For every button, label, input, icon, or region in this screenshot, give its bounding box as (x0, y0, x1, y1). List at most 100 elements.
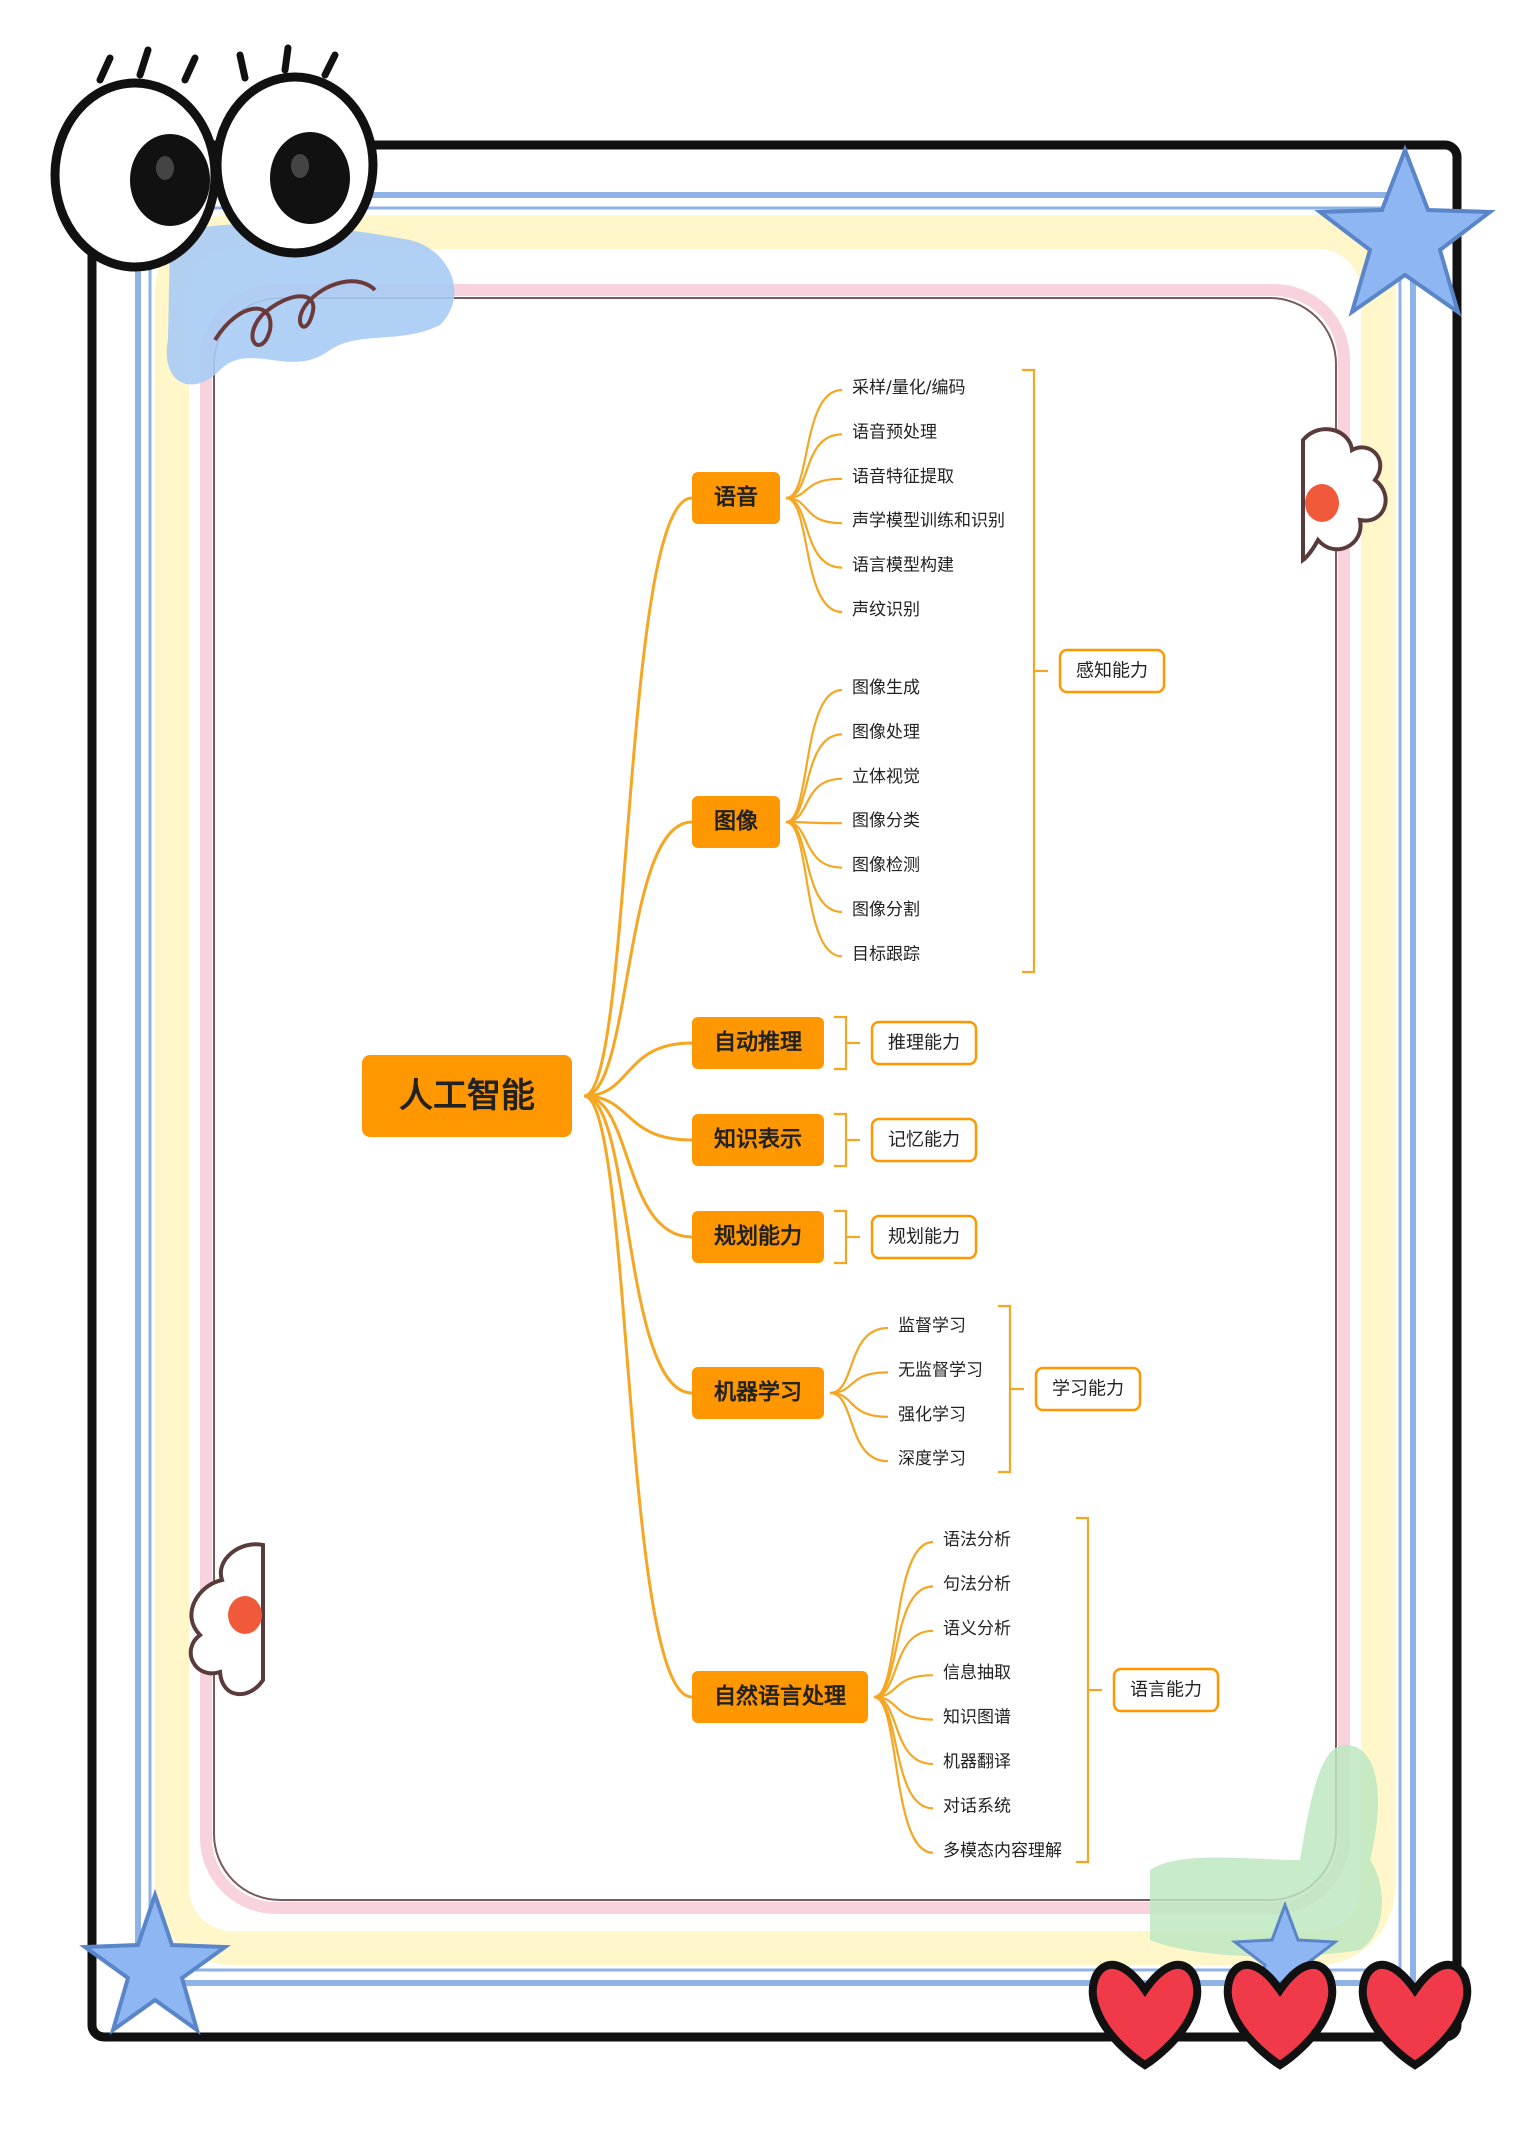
branch-node-label: 图像 (714, 809, 759, 835)
group-node-box (870, 1117, 978, 1163)
group-node (1058, 648, 1166, 694)
leaf-node-label: 声纹识别 (852, 600, 920, 620)
paint-splash-green (1150, 1745, 1382, 1957)
branch-node (692, 1671, 868, 1723)
branch-node (692, 1114, 824, 1166)
leaf-connector (785, 820, 843, 958)
root-node (362, 1055, 572, 1137)
branch-node-label: 规划能力 (714, 1224, 802, 1250)
root-branch-connector (583, 1094, 693, 1395)
leaf-connector (829, 1326, 889, 1395)
branch-node-label: 知识表示 (714, 1127, 802, 1153)
flower-icon (1301, 427, 1388, 564)
group-node-box (870, 1020, 978, 1066)
leaf-connector (873, 1695, 934, 1854)
leaf-node-label: 深度学习 (898, 1449, 966, 1469)
leaf-node-label: 无监督学习 (898, 1360, 983, 1380)
group-bracket (1022, 368, 1036, 974)
group-node-box (1034, 1366, 1142, 1412)
group-node-box (1058, 648, 1166, 694)
root-branch-connector (583, 820, 693, 1098)
leaf-connector (829, 1391, 889, 1463)
branch-node-box (692, 1211, 824, 1263)
leaf-node-label: 知识图谱 (943, 1708, 1011, 1728)
paint-splash-blue (166, 223, 455, 385)
leaf-connector (873, 1540, 934, 1699)
star-icon-bottom-left (79, 1888, 231, 2035)
frame-dark-line (213, 297, 1337, 1901)
root-node-box (362, 1055, 572, 1137)
leaf-connector (785, 688, 843, 824)
leaf-node-label: 机器翻译 (943, 1752, 1011, 1772)
branch-node (692, 1211, 824, 1263)
leaf-connector (873, 1629, 934, 1699)
leaf-node-label: 语音特征提取 (852, 467, 954, 487)
leaf-connector (785, 496, 843, 614)
heart-icon (1088, 1961, 1472, 2070)
leaf-node-label: 图像生成 (852, 678, 920, 698)
leaf-node-label: 图像处理 (852, 722, 920, 742)
group-node-box (1112, 1667, 1220, 1713)
leaf-node-label: 句法分析 (943, 1574, 1011, 1594)
group-node (1034, 1366, 1142, 1412)
branch-node-box (692, 1671, 868, 1723)
branch-node (692, 472, 780, 524)
star-icon (1314, 144, 1496, 317)
leaf-connector (873, 1695, 934, 1721)
leaf-connector (785, 433, 843, 500)
leaf-node-label: 采样/量化/编码 (852, 378, 965, 398)
leaf-node-label: 信息抽取 (943, 1663, 1011, 1683)
branch-node-box (692, 1114, 824, 1166)
branch-node-label: 自然语言处理 (714, 1684, 846, 1710)
leaf-connector (785, 388, 843, 500)
group-bracket (1076, 1516, 1090, 1864)
leaf-connector (785, 733, 843, 824)
leaf-node-label: 语言模型构建 (852, 556, 954, 576)
group-node-label: 学习能力 (1052, 1379, 1124, 1400)
leaf-node-label: 对话系统 (943, 1796, 1011, 1816)
frame-blue-line (135, 192, 1416, 1986)
leaf-node-label: 图像分割 (852, 900, 920, 920)
leaf-node-label: 强化学习 (898, 1405, 966, 1425)
leaf-node-label: 立体视觉 (852, 767, 920, 787)
flower-icon-left (188, 1542, 265, 1697)
outer-frame-border (87, 140, 1462, 2042)
root-branch-connector (583, 1094, 693, 1142)
branch-node (692, 1017, 824, 1069)
leaf-connector (829, 1391, 889, 1418)
leaf-connector (785, 777, 843, 824)
leaf-connector (785, 477, 843, 500)
leaf-node-label: 监督学习 (898, 1316, 966, 1336)
leaf-connector (785, 496, 843, 569)
root-branch-connector (583, 1041, 693, 1098)
branch-node-box (692, 796, 780, 848)
group-node (870, 1214, 978, 1260)
group-bracket (834, 1015, 848, 1071)
group-node-label: 记忆能力 (888, 1130, 960, 1151)
branch-node (692, 1367, 824, 1419)
leaf-node-label: 多模态内容理解 (943, 1841, 1062, 1861)
leaf-node-label: 图像分类 (852, 811, 920, 831)
group-node (870, 1020, 978, 1066)
leaf-node-label: 图像检测 (852, 856, 920, 876)
branch-node-box (692, 1367, 824, 1419)
group-node (1112, 1667, 1220, 1713)
leaf-connector (829, 1371, 889, 1395)
leaf-connector (873, 1674, 934, 1699)
leaf-node-label: 语义分析 (943, 1619, 1011, 1639)
group-node-label: 推理能力 (888, 1033, 960, 1054)
group-bracket (834, 1209, 848, 1265)
leaf-node-label: 声学模型训练和识别 (852, 511, 1005, 531)
frame-yellow-band (155, 215, 1395, 1965)
squiggle-icon (213, 279, 377, 347)
leaf-connector (873, 1585, 934, 1699)
group-node-label: 规划能力 (888, 1227, 960, 1248)
leaf-node-label: 语法分析 (943, 1530, 1011, 1550)
group-node (870, 1117, 978, 1163)
branch-node-box (692, 1017, 824, 1069)
root-branch-connector (583, 496, 693, 1098)
root-branch-connector (583, 1094, 693, 1239)
branch-node-label: 语音 (714, 485, 758, 511)
group-bracket (834, 1112, 848, 1168)
